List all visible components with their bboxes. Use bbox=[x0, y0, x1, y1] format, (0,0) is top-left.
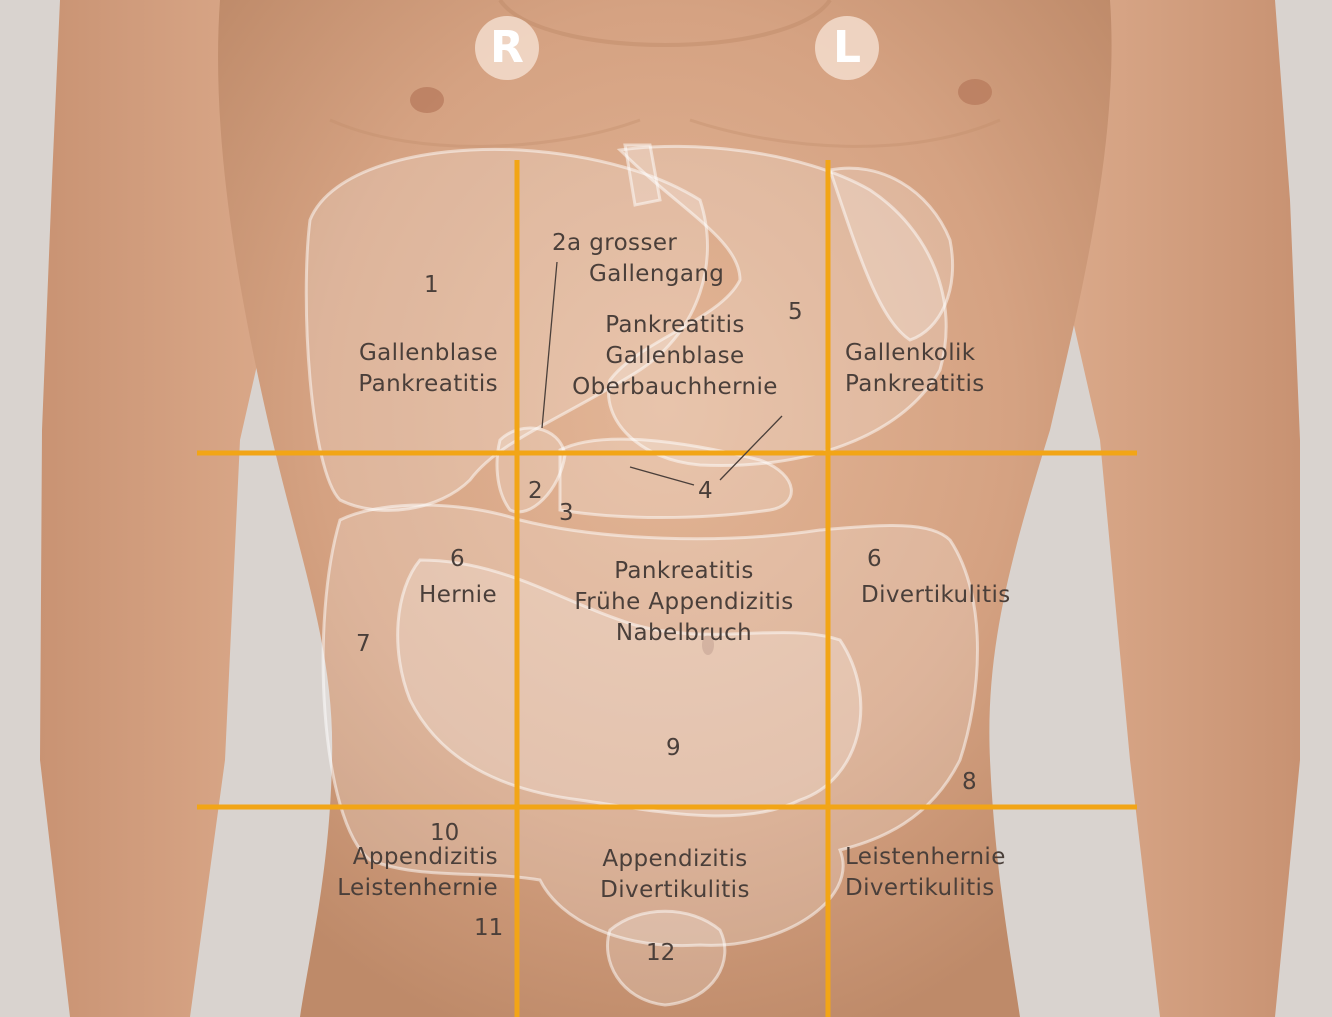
region-number: 11 bbox=[474, 915, 504, 941]
region-number: 5 bbox=[788, 299, 803, 325]
right-side-marker: R bbox=[475, 16, 539, 80]
left-arm bbox=[1040, 0, 1300, 1017]
duodenum-pancreas bbox=[558, 437, 793, 519]
pancreas-marker: 4 bbox=[698, 478, 713, 504]
region-number: 8 bbox=[962, 769, 977, 795]
left-side-marker: L bbox=[815, 16, 879, 80]
bile-duct-marker: 3 bbox=[559, 500, 574, 526]
pointer-lines bbox=[541, 261, 783, 486]
colon bbox=[321, 503, 979, 948]
region-number: 6 bbox=[450, 546, 465, 572]
bladder bbox=[605, 909, 727, 1007]
region-lower-center-label: Appendizitis Divertikulitis bbox=[600, 846, 750, 903]
right-arm bbox=[40, 0, 300, 1017]
region-lower-left-label: Leistenhernie Divertikulitis bbox=[845, 844, 1006, 901]
region-upper-right-label: Gallenblase Pankreatitis bbox=[358, 340, 498, 397]
small-intestine bbox=[396, 558, 863, 818]
region-number: 12 bbox=[646, 940, 676, 966]
bile-duct-pointer bbox=[541, 261, 558, 429]
region-number: 10 bbox=[430, 820, 460, 846]
right-nipple bbox=[410, 87, 444, 113]
spleen bbox=[828, 166, 955, 342]
region-upper-center-label: Pankreatitis Gallenblase Oberbauchhernie bbox=[572, 312, 778, 400]
region-middle-center-label: Pankreatitis Frühe Appendizitis Nabelbru… bbox=[574, 558, 794, 646]
region-upper-left-label: Gallenkolik Pankreatitis bbox=[845, 340, 985, 397]
gallbladder bbox=[495, 426, 567, 514]
region-number: 7 bbox=[356, 631, 371, 657]
bile-duct-callout: 2a grosser Gallengang bbox=[552, 230, 725, 287]
pancreas-pointer-a bbox=[629, 466, 695, 486]
region-number: 6 bbox=[867, 546, 882, 572]
esophagus bbox=[623, 143, 662, 207]
duodenum-marker: 2 bbox=[528, 478, 543, 504]
torso bbox=[218, 0, 1112, 1017]
region-number: 1 bbox=[424, 272, 439, 298]
region-middle-right-label: Hernie bbox=[419, 582, 498, 608]
liver bbox=[304, 147, 709, 512]
region-number: 9 bbox=[666, 735, 681, 761]
organ-overlay bbox=[304, 143, 979, 1007]
navel bbox=[702, 635, 714, 655]
region-lower-right-label: Appendizitis Leistenhernie bbox=[337, 844, 498, 901]
region-grid bbox=[197, 160, 1137, 1017]
region-middle-left-label: Divertikulitis bbox=[861, 582, 1011, 608]
pancreas-pointer-b bbox=[719, 415, 783, 481]
left-nipple bbox=[958, 79, 992, 105]
stomach bbox=[607, 144, 948, 468]
